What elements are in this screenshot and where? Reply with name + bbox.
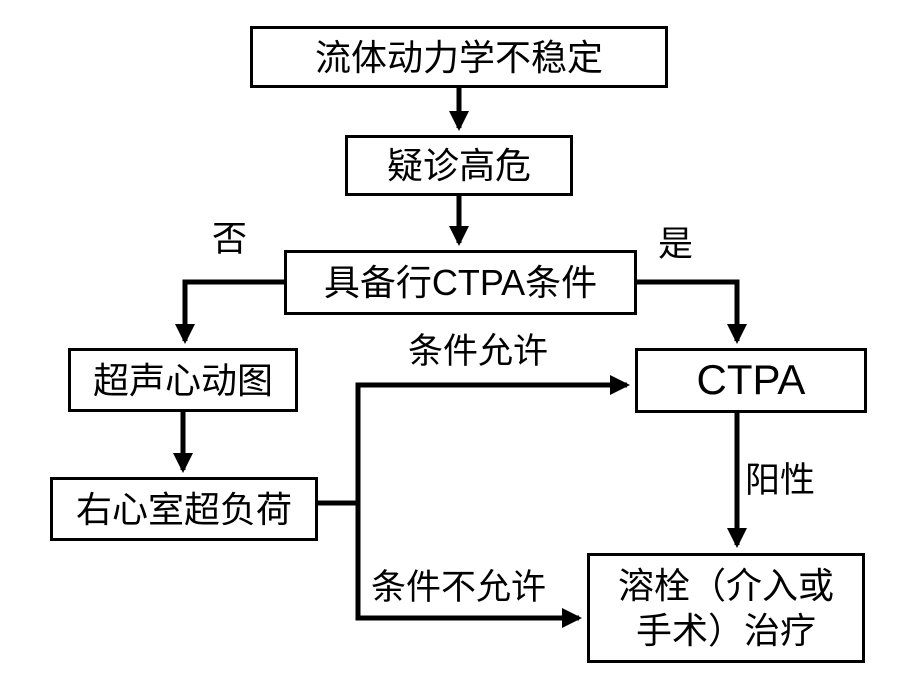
edge-label-yes: 是 [658, 225, 694, 264]
node-suspected-high-risk: 疑诊高危 [345, 135, 573, 196]
edge-label-positive: 阳性 [745, 461, 816, 500]
edge-label-no: 否 [212, 220, 248, 259]
arrow-no-to-echocardiography [175, 279, 286, 344]
node-echocardiography: 超声心动图 [68, 348, 298, 412]
edge-label-conditions-not-permit: 条件不允许 [371, 568, 547, 607]
node-rv-overload: 右心室超负荷 [50, 477, 318, 541]
edge-label-conditions-permit: 条件允许 [408, 332, 549, 371]
node-hemodynamic-instability: 流体动力学不稳定 [250, 26, 668, 88]
node-ctpa: CTPA [635, 348, 867, 413]
node-ctpa-feasible: 具备行CTPA条件 [284, 250, 637, 315]
arrow-yes-to-ctpa [635, 279, 747, 344]
node-thrombolysis-treatment: 溶栓（介入或 手术）治疗 [587, 553, 865, 663]
